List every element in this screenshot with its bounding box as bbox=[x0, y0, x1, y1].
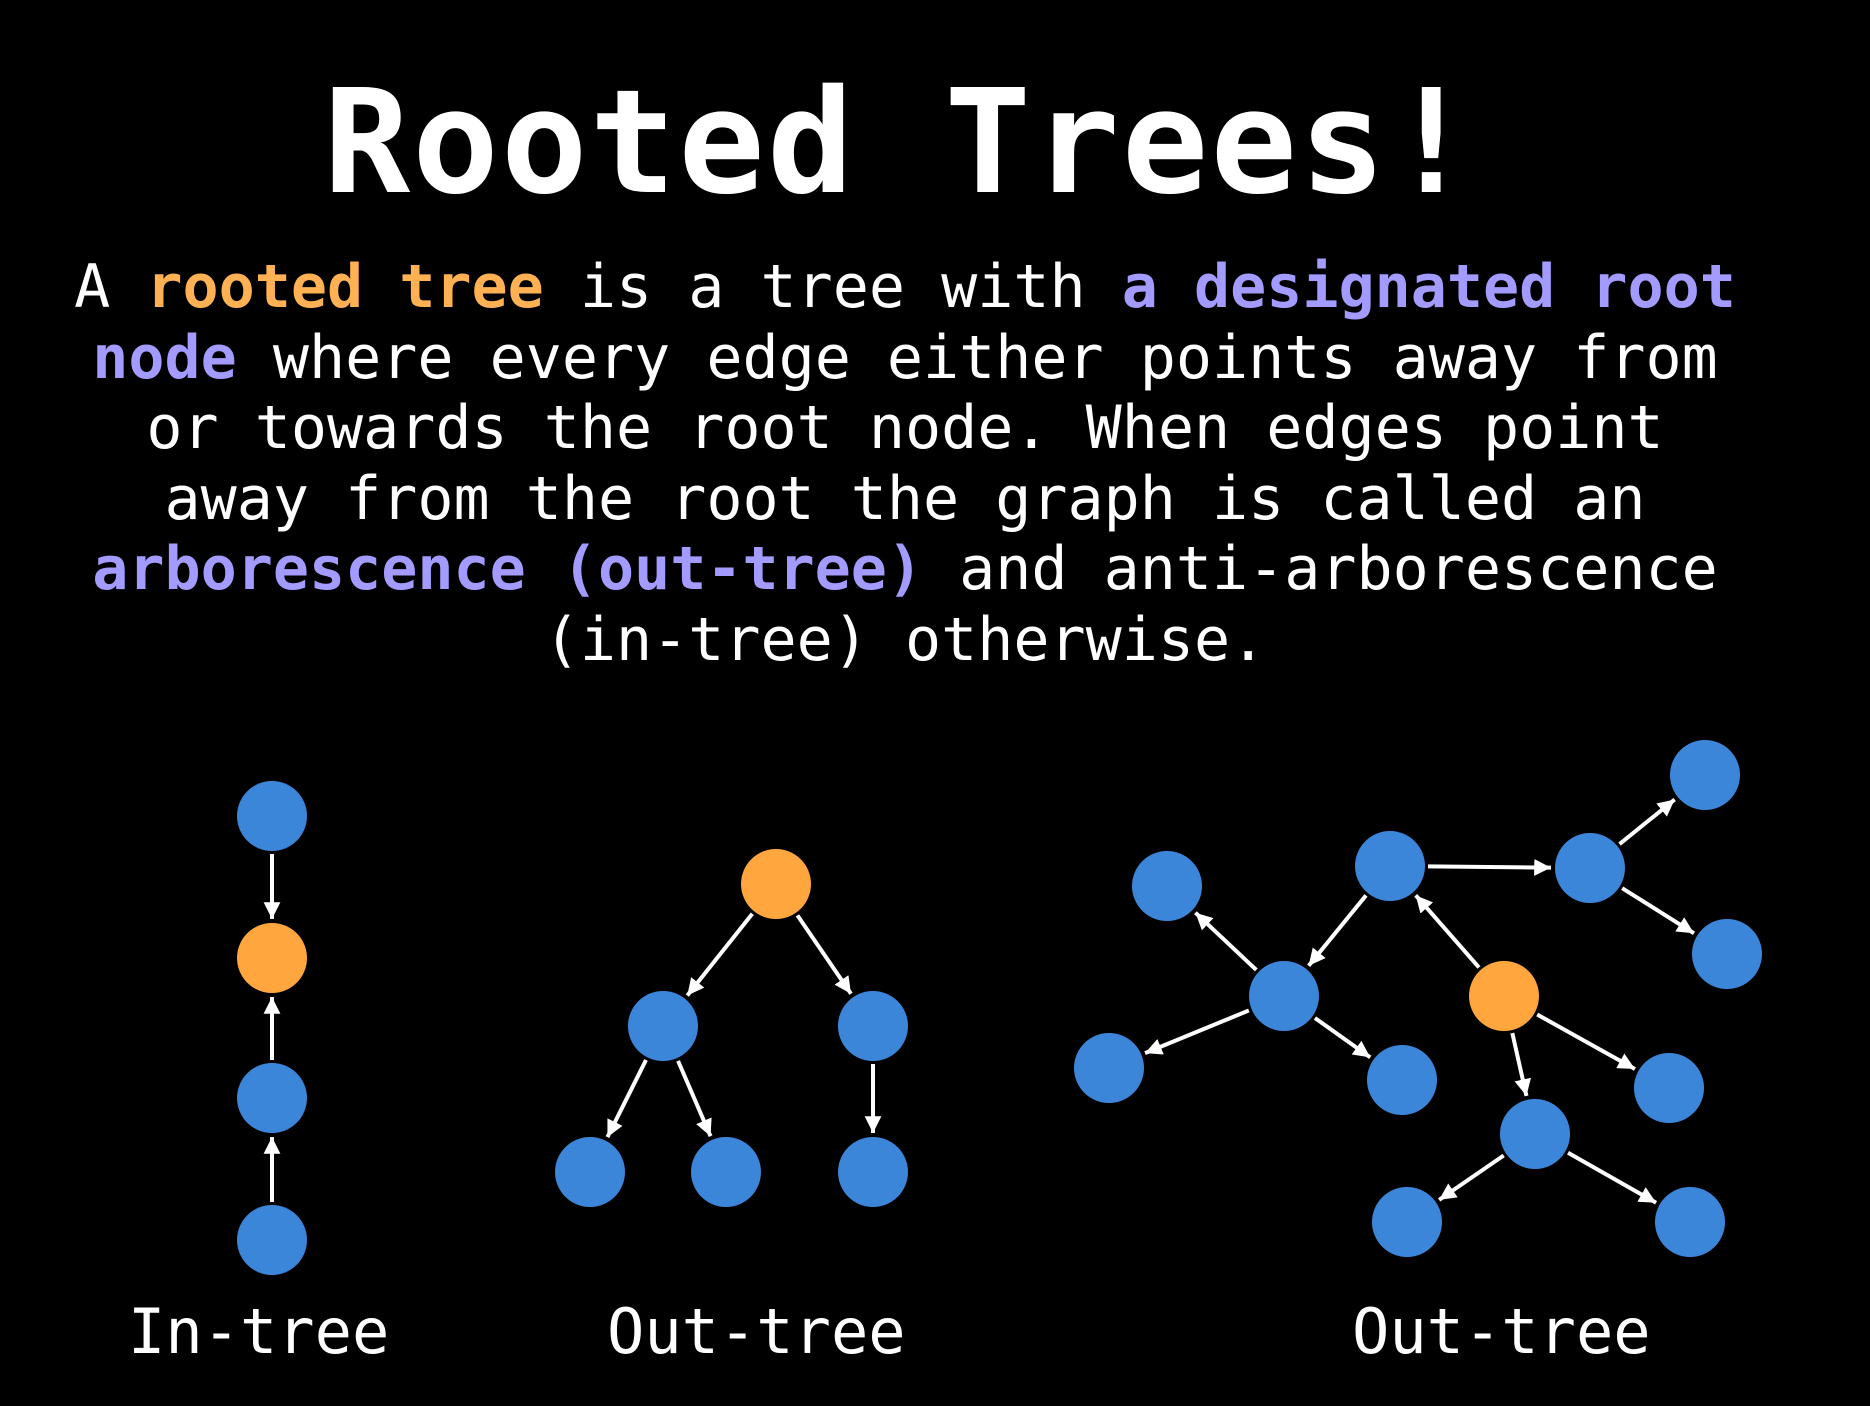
tree-edge-r-to-t bbox=[1414, 894, 1481, 969]
definition-text-part: and anti-arborescence bbox=[923, 534, 1718, 604]
tree-edge-r-to-b bbox=[1510, 1032, 1531, 1097]
tree-node bbox=[1074, 1033, 1144, 1103]
tree-node bbox=[1500, 1099, 1570, 1169]
tree-edge-t-to-m bbox=[1307, 894, 1368, 968]
definition-text-part: or towards the root node. When edges poi… bbox=[146, 393, 1664, 463]
definition-text-part: A bbox=[74, 252, 147, 322]
definition-text-part: is a tree with bbox=[543, 252, 1122, 322]
tree-edge-b-to-br bbox=[1567, 1151, 1658, 1205]
tree-edge-m-to-ml bbox=[1194, 911, 1258, 972]
term-designated-root: a designated root bbox=[1121, 252, 1736, 322]
tree-node bbox=[237, 1063, 307, 1133]
tree-edge-r-to-rr bbox=[1536, 1012, 1636, 1071]
root-node bbox=[237, 923, 307, 993]
in-tree-caption: In-tree bbox=[128, 1295, 389, 1368]
term-designated-root-node: node bbox=[92, 322, 237, 393]
tree-node bbox=[237, 1205, 307, 1275]
tree-node bbox=[1372, 1187, 1442, 1257]
tree-node bbox=[1132, 851, 1202, 921]
tree-edge-l-to-lr bbox=[676, 1060, 713, 1137]
definition-text-part: (in-tree) otherwise. bbox=[543, 604, 1267, 675]
tree-edge-t-to-tr bbox=[1427, 859, 1552, 876]
tree-node bbox=[1367, 1045, 1437, 1115]
out-tree-diagram-small bbox=[555, 849, 908, 1207]
out-tree-diagram-large bbox=[1074, 740, 1762, 1257]
tree-edge-tr-to-trd bbox=[1621, 886, 1696, 935]
tree-node bbox=[1634, 1053, 1704, 1123]
tree-node bbox=[1355, 831, 1425, 901]
tree-edge-r-to-l bbox=[685, 912, 754, 997]
term-arborescence: arborescence (out-tree) bbox=[92, 534, 924, 604]
root-node bbox=[1469, 961, 1539, 1031]
tree-node bbox=[1655, 1187, 1725, 1257]
tree-node bbox=[1670, 740, 1740, 810]
definition-text: A rooted tree is a tree with a designate… bbox=[60, 252, 1750, 675]
tree-edge-r-to-rr bbox=[795, 914, 853, 995]
definition-text-part: away from the root the graph is called a… bbox=[164, 463, 1646, 534]
tree-node bbox=[838, 1137, 908, 1207]
out-tree-caption: Out-tree bbox=[607, 1295, 906, 1368]
definition-text-part: where every edge either points away from bbox=[236, 322, 1718, 393]
tree-node bbox=[1555, 833, 1625, 903]
tree-node bbox=[691, 1137, 761, 1207]
root-node bbox=[741, 849, 811, 919]
tree-node bbox=[1249, 961, 1319, 1031]
tree-node bbox=[237, 781, 307, 851]
tree-edge-b-to-bl bbox=[1438, 1153, 1505, 1202]
tree-node bbox=[838, 991, 908, 1061]
tree-node bbox=[555, 1137, 625, 1207]
tree-node bbox=[1692, 919, 1762, 989]
term-rooted-tree: rooted tree bbox=[146, 252, 544, 322]
tree-edge-tr-to-tru bbox=[1618, 797, 1676, 846]
in-tree-diagram bbox=[237, 781, 307, 1275]
tree-edge-m-to-mll bbox=[1144, 1008, 1250, 1056]
slide-title: Rooted Trees! bbox=[323, 58, 1477, 226]
tree-edge-l-to-ll bbox=[605, 1059, 648, 1139]
tree-edge-m-to-mr bbox=[1313, 1016, 1372, 1060]
out-tree-caption: Out-tree bbox=[1352, 1295, 1651, 1368]
tree-node bbox=[628, 991, 698, 1061]
